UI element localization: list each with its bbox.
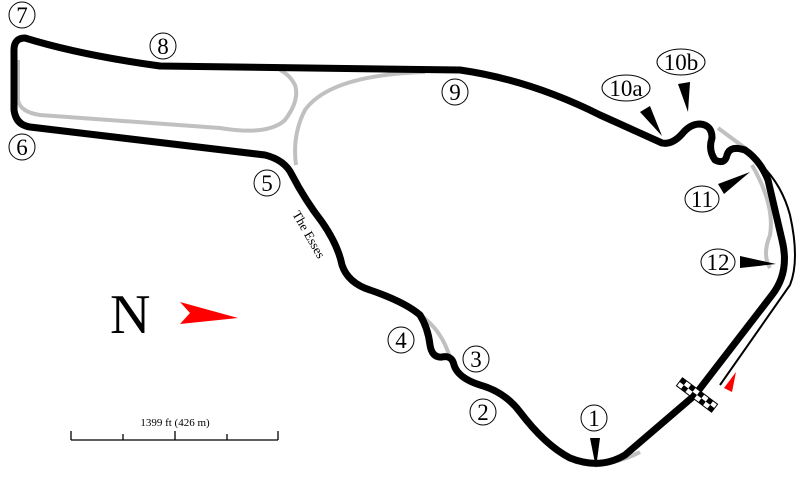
turn-label-ellipse bbox=[469, 398, 497, 426]
turn-label-ellipse bbox=[580, 404, 608, 432]
turn-label-t10b: 10b bbox=[656, 48, 706, 76]
turn-label-t2: 2 bbox=[469, 398, 497, 426]
turn-label-text: 6 bbox=[16, 135, 28, 160]
pointer-t12 bbox=[740, 256, 776, 268]
alternate-layouts bbox=[16, 60, 773, 466]
turn-label-ellipse bbox=[700, 248, 736, 276]
pointer-t10a bbox=[640, 106, 662, 136]
turn-label-text: 12 bbox=[707, 250, 730, 275]
main-track bbox=[10, 34, 788, 467]
turn-label-text: 7 bbox=[16, 3, 28, 28]
alt-right-side bbox=[750, 164, 773, 270]
compass-label: N bbox=[110, 284, 150, 346]
turn-label-t11: 11 bbox=[684, 185, 720, 213]
alt-loop-inner bbox=[16, 60, 299, 133]
turn-label-ellipse bbox=[149, 32, 177, 60]
turn-label-t5: 5 bbox=[253, 169, 281, 197]
turn-label-ellipse bbox=[387, 326, 415, 354]
turn-label-text: 10b bbox=[664, 50, 699, 75]
turn-label-text: 9 bbox=[449, 80, 461, 105]
turn-label-ellipse bbox=[656, 48, 706, 76]
turn-label-text: 1 bbox=[588, 406, 600, 431]
turn-label-t1: 1 bbox=[580, 404, 608, 432]
pointer-t10b bbox=[678, 82, 690, 112]
turn-label-ellipse bbox=[8, 133, 36, 161]
section-label-esses: The Esses bbox=[289, 208, 328, 261]
direction-arrow-icon bbox=[724, 372, 736, 392]
pointer-t1 bbox=[590, 438, 600, 468]
turn-label-ellipse bbox=[684, 185, 720, 213]
turn-label-text: 8 bbox=[157, 34, 169, 59]
turn-label-ellipse bbox=[253, 169, 281, 197]
turn-label-t7: 7 bbox=[8, 1, 36, 29]
scale-label: 1399 ft (426 m) bbox=[140, 417, 210, 429]
turn-label-t10a: 10a bbox=[601, 74, 651, 102]
turn-label-ellipse bbox=[8, 1, 36, 29]
turn-label-text: 4 bbox=[395, 328, 407, 353]
alt-turn-11 bbox=[716, 126, 747, 150]
turn-pointers bbox=[590, 82, 776, 468]
turn-label-text: 3 bbox=[470, 347, 482, 372]
turn-label-ellipse bbox=[441, 78, 469, 106]
turn-label-ellipse bbox=[462, 345, 490, 373]
turn-label-t9: 9 bbox=[441, 78, 469, 106]
turn-label-text: 10a bbox=[609, 76, 642, 101]
alt-link-9-5 bbox=[293, 70, 426, 166]
start-finish-line bbox=[675, 377, 719, 413]
turn-label-t8: 8 bbox=[149, 32, 177, 60]
turn-label-text: 5 bbox=[261, 171, 273, 196]
scale-bar bbox=[70, 431, 279, 441]
turn-label-t12: 12 bbox=[700, 248, 736, 276]
turn-label-t4: 4 bbox=[387, 326, 415, 354]
turn-label-t3: 3 bbox=[462, 345, 490, 373]
turn-label-text: 11 bbox=[691, 187, 713, 212]
turn-label-t6: 6 bbox=[8, 133, 36, 161]
turn-label-text: 2 bbox=[477, 400, 489, 425]
turn-label-ellipse bbox=[601, 74, 651, 102]
north-arrow-icon bbox=[180, 302, 238, 324]
pointer-t11 bbox=[718, 172, 750, 194]
